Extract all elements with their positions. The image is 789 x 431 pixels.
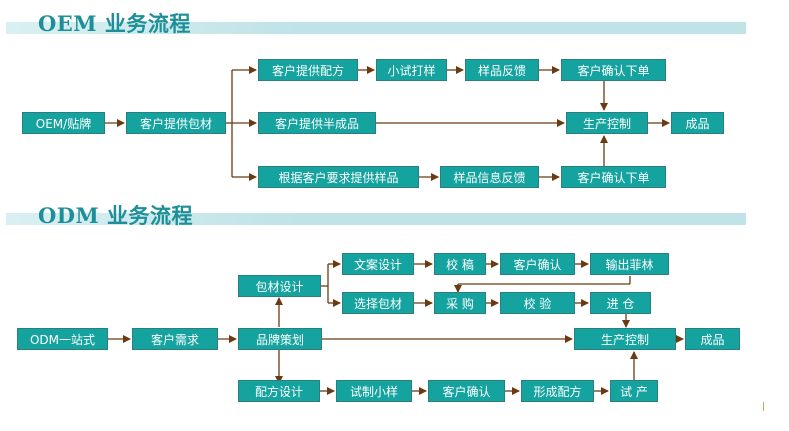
oem-section-title: OEM 业务流程 <box>38 11 191 36</box>
oem-header-band <box>6 22 746 34</box>
sample-feedback-node: 样品反馈 <box>465 59 539 81</box>
odm-header-band <box>6 213 746 225</box>
small-trial-node: 小试打样 <box>376 59 447 81</box>
odm-section-title: ODM 业务流程 <box>38 203 194 228</box>
oem-finished-node: 成品 <box>671 112 724 134</box>
confirm-order-bottom-node: 客户确认下单 <box>561 166 666 188</box>
edge-mark <box>763 402 764 411</box>
customer-need-node: 客户需求 <box>132 328 218 350</box>
customer-confirm-1-node: 客户确认 <box>500 253 575 275</box>
odm-start-node: ODM一站式 <box>17 328 108 350</box>
output-film-node: 输出菲林 <box>590 253 669 275</box>
odm-finished-node: 成品 <box>685 328 740 350</box>
oem-start-node: OEM/贴牌 <box>22 112 105 134</box>
by-requirement-node: 根据客户要求提供样品 <box>258 166 419 188</box>
package-design-node: 包材设计 <box>238 275 321 297</box>
customer-confirm-2-node: 客户确认 <box>428 380 505 402</box>
trial-sample-node: 试制小样 <box>336 380 412 402</box>
provide-semi-node: 客户提供半成品 <box>258 112 376 134</box>
brand-plan-node: 品牌策划 <box>238 328 322 350</box>
form-formula-node: 形成配方 <box>521 380 594 402</box>
purchase-node: 采 购 <box>434 292 486 314</box>
sample-info-feedback-node: 样品信息反馈 <box>440 166 539 188</box>
inspect-node: 校 验 <box>500 292 575 314</box>
odm-production-node: 生产控制 <box>574 328 676 350</box>
formula-design-node: 配方设计 <box>238 380 320 402</box>
oem-production-node: 生产控制 <box>566 112 648 134</box>
provide-packaging-node: 客户提供包材 <box>126 112 226 134</box>
proof-node: 校 稿 <box>434 253 486 275</box>
confirm-order-top-node: 客户确认下单 <box>561 59 666 81</box>
warehouse-node: 进 仓 <box>590 292 651 314</box>
trial-production-node: 试 产 <box>610 380 658 402</box>
provide-formula-node: 客户提供配方 <box>258 59 358 81</box>
copy-design-node: 文案设计 <box>342 253 414 275</box>
choose-package-node: 选择包材 <box>342 292 414 314</box>
